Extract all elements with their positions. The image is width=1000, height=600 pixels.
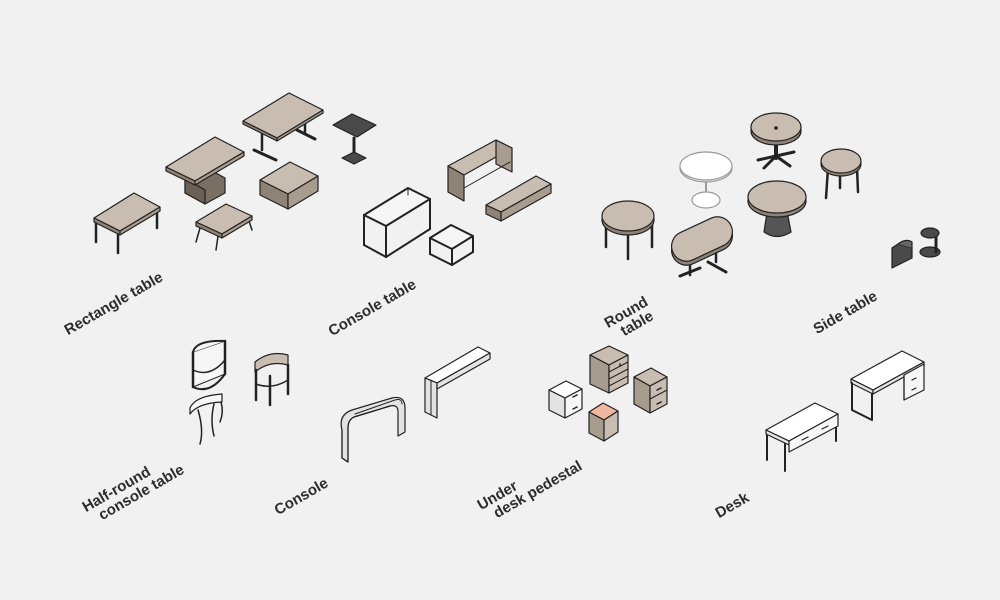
rectangle-table-6 xyxy=(332,113,377,165)
round-table-3 xyxy=(679,151,733,209)
console-1 xyxy=(340,396,406,463)
round-table-2 xyxy=(670,216,734,278)
half-round-console-table-1 xyxy=(191,339,227,391)
round-table-6 xyxy=(820,148,862,200)
console-table-2 xyxy=(429,224,474,266)
console-table-1 xyxy=(363,187,431,258)
rectangle-table-5 xyxy=(195,203,253,251)
console-2 xyxy=(424,346,491,419)
pedestal-3 xyxy=(588,402,619,442)
console-table-4 xyxy=(485,175,552,222)
pedestal-4 xyxy=(633,367,668,414)
pedestal-2 xyxy=(589,345,629,394)
desk-1 xyxy=(765,402,839,472)
side-table-2 xyxy=(919,227,941,258)
round-table-1 xyxy=(601,200,655,261)
desk-2 xyxy=(850,350,925,421)
side-table-1 xyxy=(891,239,913,269)
round-table-5 xyxy=(747,180,807,238)
round-table-4 xyxy=(750,112,802,170)
rectangle-table-4 xyxy=(259,161,319,210)
rectangle-table-3 xyxy=(242,92,324,162)
console-table-3 xyxy=(447,139,513,202)
pedestal-1 xyxy=(548,380,583,419)
half-round-console-table-3 xyxy=(189,393,224,445)
half-round-console-table-2 xyxy=(254,352,290,407)
rectangle-table-1 xyxy=(93,192,161,255)
rectangle-table-2 xyxy=(165,136,245,205)
